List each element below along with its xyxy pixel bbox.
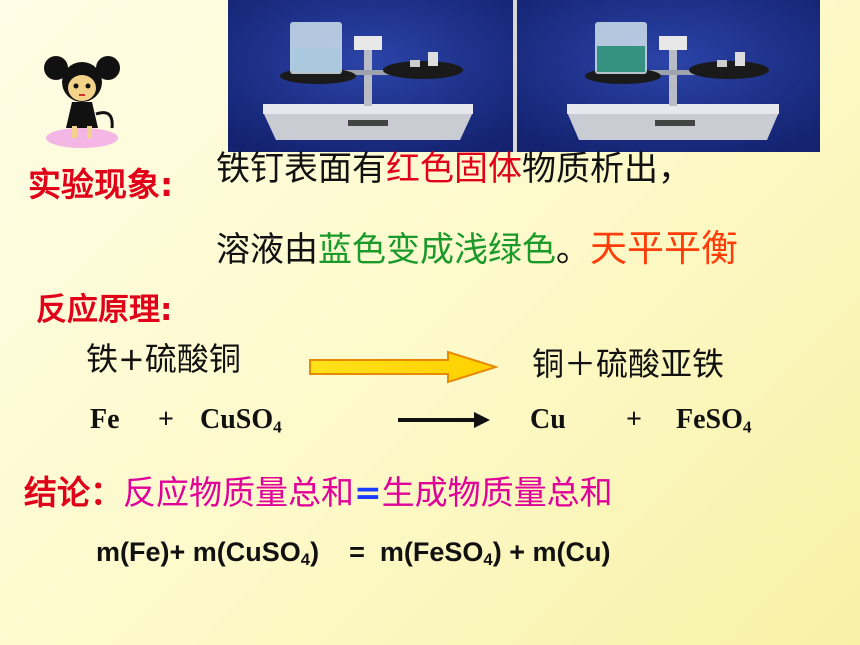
reactant-mass-sum: 反应物质量总和 [123,473,354,512]
observation-line-2-c: 。 [556,230,590,270]
yellow-arrow-icon [308,350,500,384]
black-arrow-icon [398,410,490,430]
color-change-highlight: 蓝色变成浅绿色 [318,230,556,270]
word-equation-left: 铁+硫酸铜 [86,340,241,378]
conclusion-label: 结论： [24,473,123,512]
observation-label: 实验现象: [28,165,174,204]
eq-cuso4: CuSO4 [200,404,282,437]
eq-cu: Cu [530,404,566,435]
conclusion-line: 结论：反应物质量总和=生成物质量总和 [24,476,613,509]
observation-line-1: 铁钉表面有红色固体物质析出， [216,152,692,186]
word-equation-right: 铜＋硫酸亚铁 [532,345,725,383]
observation-line-2: 溶液由蓝色变成浅绿色。天平平衡 [216,230,738,267]
balance-photo-after [517,0,820,152]
observation-line-1-c: 物质析出， [522,149,692,189]
balance-status: 天平平衡 [590,227,738,270]
observation-line-2-a: 溶液由 [216,230,318,270]
photo-divider [513,0,517,152]
eq-fe: Fe [90,404,120,435]
eq-plus-2: + [626,404,642,435]
red-solid-highlight: 红色固体 [386,149,522,189]
eq-feso4: FeSO4 [676,404,752,437]
equals-sign: = [354,473,382,512]
cartoon-girl-icon [42,52,122,152]
principle-label: 反应原理: [36,292,173,328]
balance-photo-before [228,0,513,152]
observation-line-1-a: 铁钉表面有 [216,149,386,189]
product-mass-sum: 生成物质量总和 [381,473,613,512]
eq-plus-1: + [158,404,174,435]
mass-equation: m(Fe)+ m(CuSO4) = m(FeSO4) + m(Cu) [96,537,611,570]
